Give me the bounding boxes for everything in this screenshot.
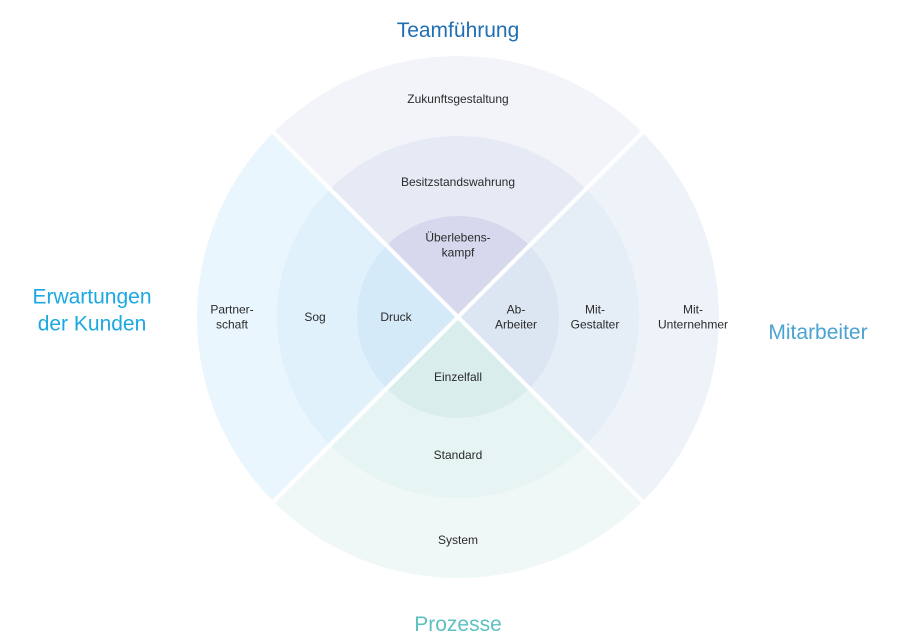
segment-label-line: Mit-	[683, 303, 703, 317]
segment-label-line: kampf	[442, 246, 475, 260]
axis-label-bottom: Prozesse	[414, 613, 502, 636]
quadrant-separators	[270, 129, 646, 505]
ring-segments	[196, 56, 719, 578]
segment-label-line: Arbeiter	[495, 318, 537, 332]
separator-line	[456, 129, 646, 319]
segment-label-right-outer: Mit-Unternehmer	[658, 303, 728, 332]
separator-line	[270, 315, 460, 505]
segment-label-line: System	[438, 533, 478, 547]
segment-label-right-middle: Mit-Gestalter	[571, 303, 620, 332]
segment-label-line: Mit-	[585, 303, 605, 317]
segment-labels: Überlebens-kampf Besitzstandswahrung Zukun…	[210, 92, 728, 547]
segment-label-left-inner: Druck	[380, 310, 412, 324]
segment-label-line: Überlebens-	[425, 231, 490, 245]
segment-label-bottom-inner: Einzelfall	[434, 370, 482, 384]
segment-label-bottom-outer: System	[438, 533, 478, 547]
axis-label-line: Prozesse	[414, 613, 502, 636]
segment-label-line: Einzelfall	[434, 370, 482, 384]
separator-line	[270, 129, 460, 319]
separator-line	[456, 315, 646, 505]
axis-label-line: Teamführung	[397, 19, 520, 42]
axis-label-top: Teamführung	[397, 19, 520, 42]
segment-label-bottom-middle: Standard	[434, 448, 483, 462]
segment-label-top-outer: Zukunftsgestaltung	[407, 92, 508, 106]
axis-label-left: Erwartungen der Kunden	[32, 286, 151, 336]
segment-label-line: Partner-	[210, 303, 253, 317]
segment-label-right-inner: Ab-Arbeiter	[495, 303, 537, 332]
segment-label-top-middle: Besitzstandswahrung	[401, 175, 515, 189]
segment-label-line: Standard	[434, 448, 483, 462]
segment-label-left-outer: Partner-schaft	[210, 303, 253, 332]
axis-label-right: Mitarbeiter	[768, 321, 867, 344]
segment-right-inner	[458, 245, 559, 389]
segment-bottom-inner	[386, 317, 530, 418]
segment-label-line: Ab-	[507, 303, 526, 317]
axis-label-line: Erwartungen	[32, 286, 151, 309]
segment-left-inner	[357, 245, 458, 389]
segment-label-line: Gestalter	[571, 318, 620, 332]
segment-label-line: Besitzstandswahrung	[401, 175, 515, 189]
segment-label-top-inner: Überlebens-kampf	[425, 231, 490, 260]
segment-label-line: Sog	[304, 310, 325, 324]
segment-label-line: Zukunftsgestaltung	[407, 92, 508, 106]
axis-label-line: Mitarbeiter	[768, 321, 867, 344]
segment-label-line: schaft	[216, 318, 249, 332]
axis-label-line: der Kunden	[38, 313, 147, 336]
segment-top-inner	[386, 216, 530, 317]
segment-label-left-middle: Sog	[304, 310, 325, 324]
segment-label-line: Unternehmer	[658, 318, 728, 332]
segment-label-line: Druck	[380, 310, 412, 324]
